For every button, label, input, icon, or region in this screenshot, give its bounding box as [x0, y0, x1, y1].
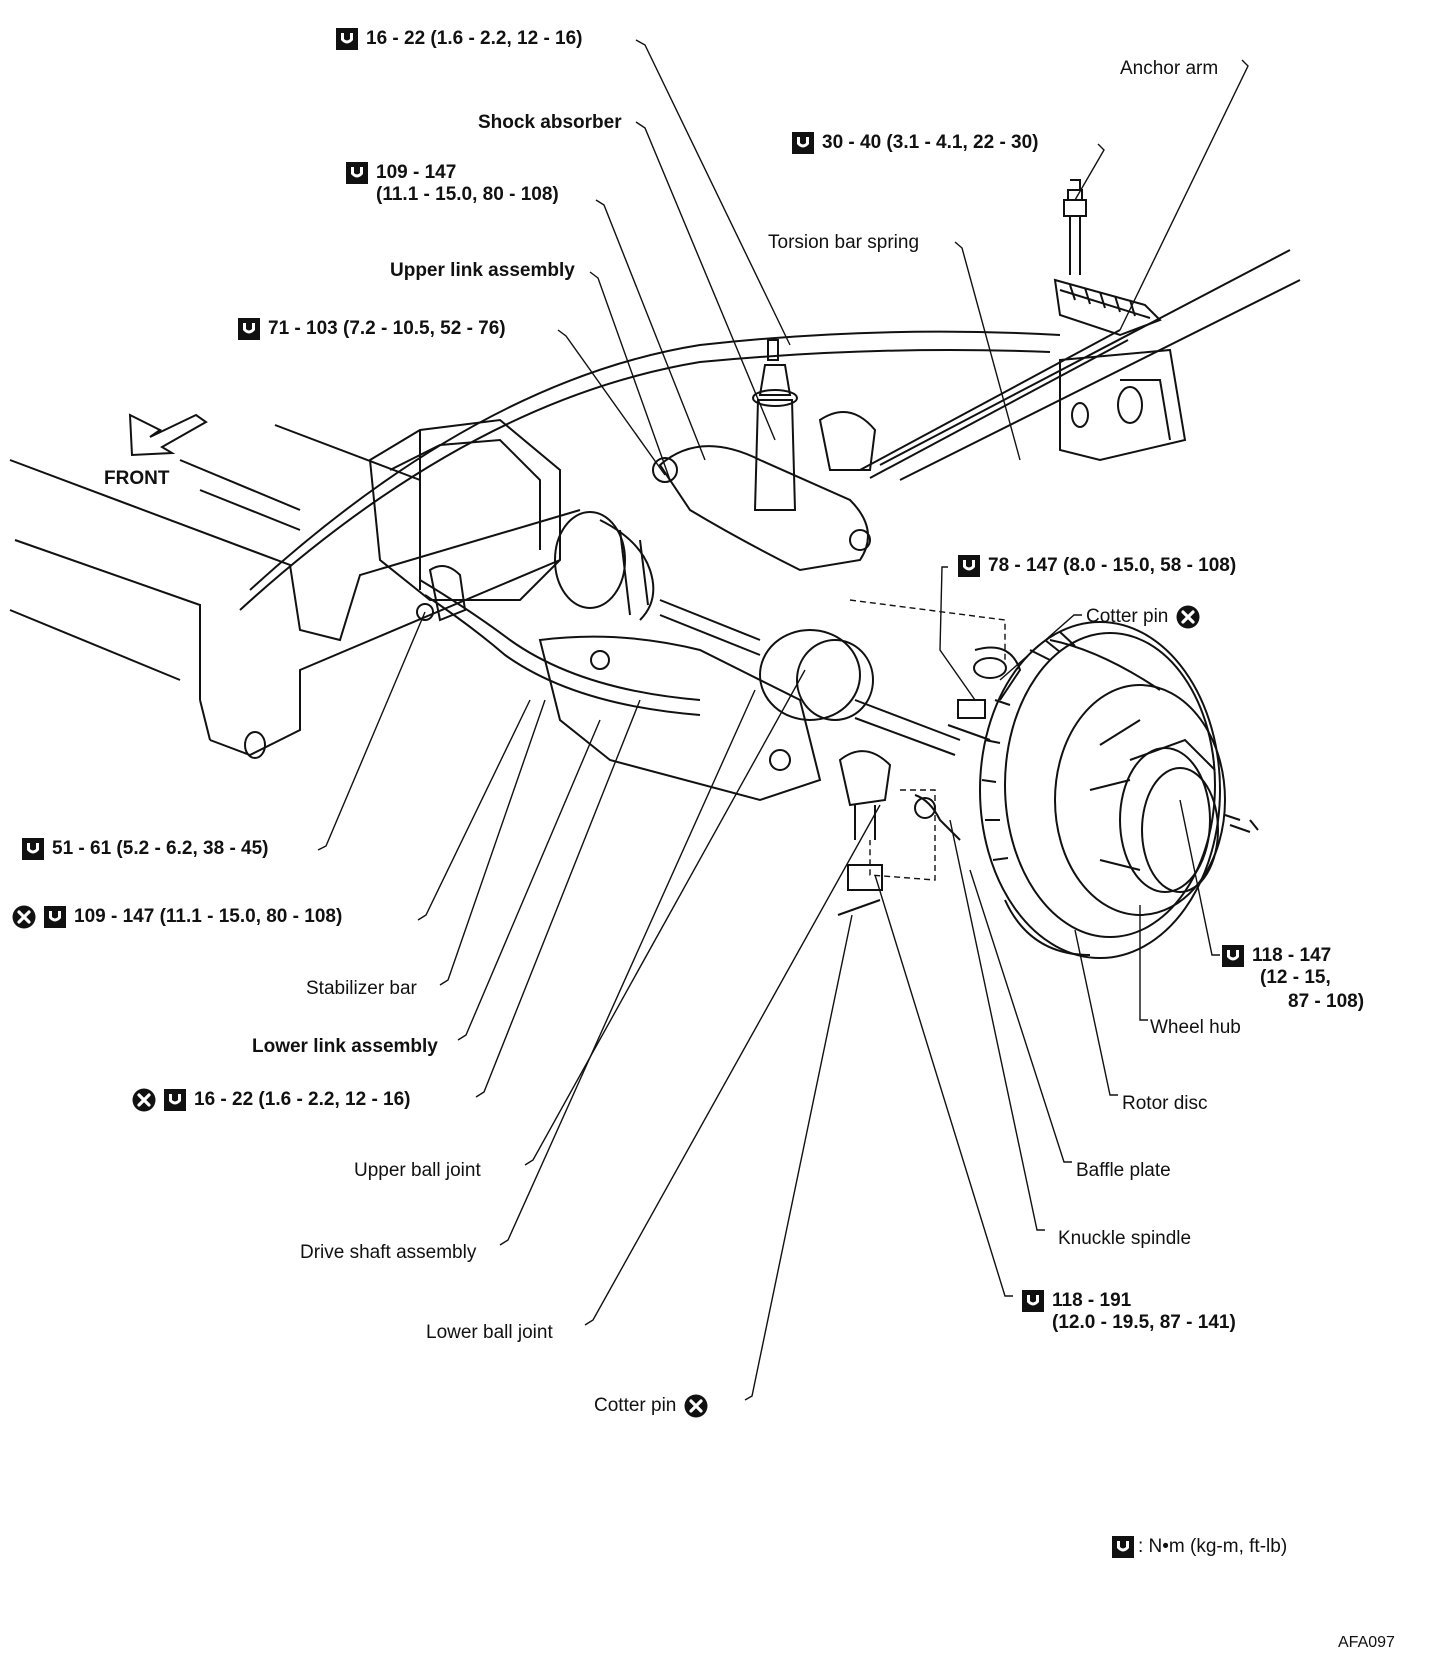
torque-unit-legend: : N•m (kg-m, ft-lb): [1112, 1536, 1287, 1558]
callout-upper-ball-nut-torque: 78 - 147 (8.0 - 15.0, 58 - 108): [958, 555, 1236, 577]
label-wheel-hub: Wheel hub: [1150, 1017, 1241, 1038]
torque-wrench-icon: [1022, 1290, 1044, 1312]
callout-anchor-torque: 30 - 40 (3.1 - 4.1, 22 - 30): [792, 132, 1039, 154]
label-cotter-pin-upper: Cotter pin: [1086, 605, 1201, 629]
ball-joints: [837, 699, 991, 916]
x-circle-icon: [684, 1394, 709, 1418]
x-circle-icon: [132, 1088, 156, 1112]
torsion-bar-spring: [859, 329, 1129, 479]
torque-wrench-icon: [238, 318, 260, 340]
side-member: [239, 249, 1301, 611]
label-upper-link-assembly: Upper link assembly: [390, 260, 575, 281]
differential-carrier: [368, 418, 561, 601]
label-cotter-pin-lower: Cotter pin: [594, 1394, 709, 1418]
label-shock-absorber: Shock absorber: [478, 112, 622, 133]
callout-upper-link-torque: 71 - 103 (7.2 - 10.5, 52 - 76): [238, 318, 506, 340]
lower-link: [538, 635, 822, 802]
label-lower-link-assembly: Lower link assembly: [252, 1036, 438, 1057]
upper-link: [652, 411, 877, 572]
callout-stabilizer-link-torque: 16 - 22 (1.6 - 2.2, 12 - 16): [132, 1088, 411, 1112]
torque-wrench-icon: [22, 838, 44, 860]
callout-top-torque: 16 - 22 (1.6 - 2.2, 12 - 16): [336, 28, 583, 50]
leader-lines: [317, 39, 1249, 1401]
frame-rail: [9, 424, 581, 759]
callout-lower-ball-nut-torque: 118 - 191(12.0 - 19.5, 87 - 141): [1022, 1290, 1236, 1334]
assembly-guides: [849, 599, 1006, 881]
rotor-disc: [979, 621, 1221, 959]
x-circle-icon: [12, 905, 36, 929]
label-rotor-disc: Rotor disc: [1122, 1093, 1208, 1114]
front-direction-label: FRONT: [104, 468, 170, 489]
knuckle-spindle: [914, 646, 1022, 841]
label-baffle-plate: Baffle plate: [1076, 1160, 1171, 1181]
label-upper-ball-joint: Upper ball joint: [354, 1160, 481, 1181]
anchor-arm: [1053, 179, 1162, 337]
label-lower-ball-joint: Lower ball joint: [426, 1322, 553, 1343]
torque-wrench-icon: [44, 906, 66, 928]
wheel-hub: [1054, 684, 1259, 916]
figure-code: AFA097: [1338, 1634, 1395, 1651]
torque-wrench-icon: [164, 1089, 186, 1111]
torque-wrench-icon: [346, 162, 368, 184]
torque-wrench-icon: [792, 132, 814, 154]
callout-shock-lower-torque: 109 - 147(11.1 - 15.0, 80 - 108): [346, 162, 559, 206]
callout-lower-link-bolt-torque: 109 - 147 (11.1 - 15.0, 80 - 108): [12, 905, 342, 929]
label-stabilizer-bar: Stabilizer bar: [306, 978, 417, 999]
torque-wrench-icon: [336, 28, 358, 50]
shock-absorber: [752, 339, 798, 511]
label-torsion-bar-spring: Torsion bar spring: [768, 232, 920, 253]
label-drive-shaft-assembly: Drive shaft assembly: [300, 1242, 477, 1263]
torque-wrench-icon: [1112, 1536, 1134, 1558]
label-anchor-arm: Anchor arm: [1120, 58, 1219, 79]
label-knuckle-spindle: Knuckle spindle: [1058, 1228, 1192, 1249]
callout-stabilizer-torque: 51 - 61 (5.2 - 6.2, 38 - 45): [22, 838, 269, 860]
drive-shaft: [554, 511, 961, 756]
x-circle-icon: [1176, 605, 1201, 629]
callout-wheel-hub-torque: 118 - 147(12 - 15,87 - 108): [1222, 945, 1364, 1013]
front-arrow-icon: [128, 413, 208, 457]
torque-wrench-icon: [1222, 945, 1244, 967]
torque-wrench-icon: [958, 555, 980, 577]
